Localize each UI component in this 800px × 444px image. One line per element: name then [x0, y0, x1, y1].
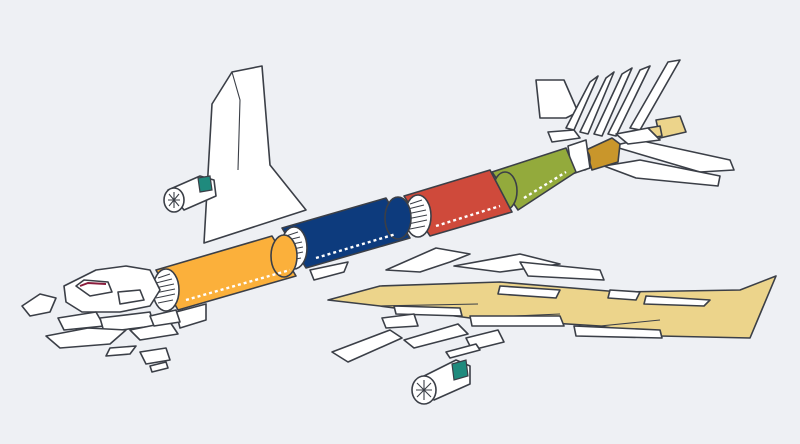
mid-aft-fuselage: [403, 169, 513, 238]
vertical-stabilizer: [535, 59, 681, 143]
forward-fuselage: [152, 234, 298, 329]
engine-left: [163, 175, 217, 213]
horizontal-stabilizer: [603, 127, 735, 187]
cockpit-trim: [79, 281, 107, 287]
engine-left-accent: [197, 175, 213, 193]
right-wing: [327, 247, 777, 363]
engine-right-accent: [451, 359, 469, 381]
engine-right: [411, 343, 481, 405]
nose-section: [21, 265, 181, 373]
left-wing: [203, 65, 307, 244]
apu: [647, 115, 687, 139]
